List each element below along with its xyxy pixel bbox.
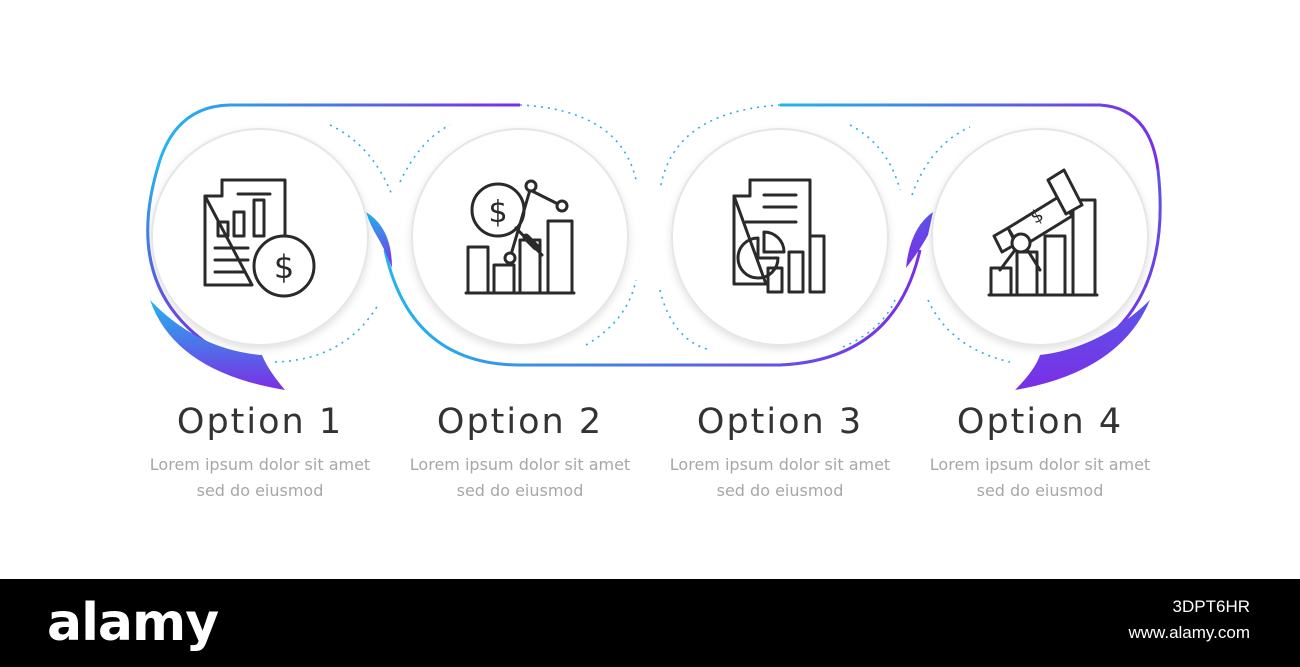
dotted-arc [329,124,393,196]
option-4-desc-line2: sed do eiusmod [976,481,1104,500]
option-1-desc-line2: sed do eiusmod [196,481,324,500]
site-url: www.alamy.com [1128,623,1250,642]
option-4-description: Lorem ipsum dolor sit amet sed do eiusmo… [910,452,1170,504]
option-3-desc-line2: sed do eiusmod [716,481,844,500]
dotted-arc [274,304,379,363]
connector-top-right [780,103,1160,171]
tail-mid-left [366,212,392,268]
dollar-glyph: $ [488,195,507,230]
tail-left [150,300,285,390]
watermark-footer: alamy 3DPT6HR www.alamy.com [0,579,1300,667]
image-id: 3DPT6HR [1172,597,1250,616]
option-1-description: Lorem ipsum dolor sit amet sed do eiusmo… [130,452,390,504]
option-3-title: Option 3 [696,402,864,442]
financial-report-dollar-icon [203,178,316,298]
dotted-arc [519,104,637,181]
dotted-arc [849,124,901,191]
dotted-arc [842,299,896,348]
option-3-desc-line1: Lorem ipsum dolor sit amet [669,455,891,474]
pie-chart-report-icon [732,178,826,294]
tail-right [1015,300,1150,390]
dollar-glyph: $ [274,248,294,286]
dotted-arc [399,124,451,183]
option-4-desc-line1: Lorem ipsum dolor sit amet [929,455,1151,474]
telescope-growth-chart-icon [987,168,1099,297]
option-4-title: Option 4 [956,402,1124,442]
option-2-circle [411,128,629,346]
option-3-circle [671,128,889,346]
connector-top-left [158,103,520,161]
option-2-desc-line1: Lorem ipsum dolor sit amet [409,455,631,474]
option-2-desc-line2: sed do eiusmod [456,481,584,500]
infographic-diagram: $ $ $ [146,103,1162,390]
option-2-description: Lorem ipsum dolor sit amet sed do eiusmo… [390,452,650,504]
tail-mid-right [906,212,933,268]
option-3-description: Lorem ipsum dolor sit amet sed do eiusmo… [650,452,910,504]
market-analysis-magnifier-icon [464,179,576,295]
option-2-title: Option 2 [436,402,604,442]
option-1-desc-line1: Lorem ipsum dolor sit amet [149,455,371,474]
option-1-title: Option 1 [176,402,344,442]
connector-bottom [383,249,922,367]
brand-logo: alamy [47,593,219,653]
